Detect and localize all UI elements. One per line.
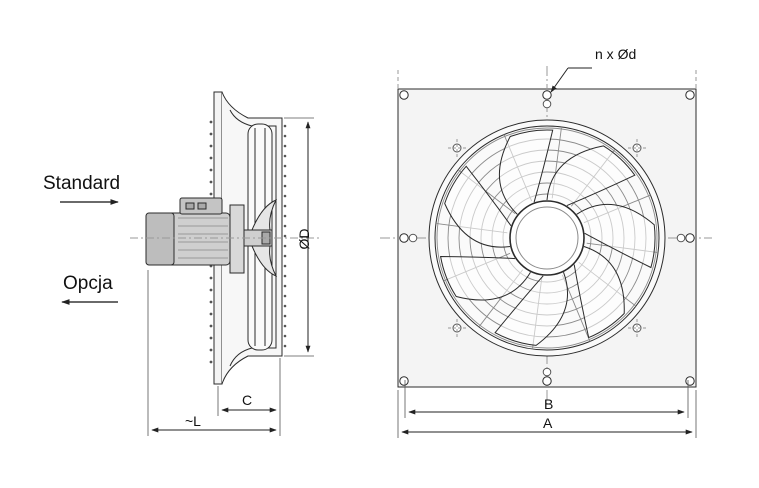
guard-rivet bbox=[283, 154, 287, 158]
fan-blades bbox=[440, 129, 656, 346]
guard-rivet bbox=[283, 144, 287, 148]
guard-ring bbox=[436, 127, 658, 349]
front-view bbox=[380, 66, 712, 438]
guard-rivet bbox=[283, 274, 287, 278]
fan-blade bbox=[498, 129, 554, 215]
side-view bbox=[60, 91, 320, 436]
motor-end-cap bbox=[145, 212, 175, 266]
plate-mounting-hole bbox=[399, 90, 409, 100]
shell-mounting-hole bbox=[542, 367, 552, 377]
plate-mounting-hole bbox=[542, 90, 552, 100]
plate-bolt bbox=[209, 132, 213, 136]
guard-rivet bbox=[283, 324, 287, 328]
shell-mounting-hole bbox=[676, 233, 686, 243]
label-dim-l: ~L bbox=[185, 413, 201, 429]
guard-rivet bbox=[283, 184, 287, 188]
plate-bolt bbox=[209, 156, 213, 160]
plate-bolt bbox=[209, 276, 213, 280]
label-diameter: ØD bbox=[296, 228, 312, 250]
guard-rivet bbox=[283, 304, 287, 308]
mounting-holes bbox=[399, 90, 695, 386]
guard-rivet bbox=[283, 284, 287, 288]
guard-rivet bbox=[283, 194, 287, 198]
label-dim-c: C bbox=[242, 392, 253, 408]
plate-mounting-hole bbox=[542, 376, 552, 386]
fan-hub bbox=[509, 200, 585, 276]
housing-inner bbox=[229, 109, 277, 367]
impeller-hub-blade-upper bbox=[251, 199, 278, 231]
guard-rivet bbox=[283, 244, 287, 248]
guard-rivets bbox=[283, 124, 287, 348]
guard-rivet bbox=[283, 314, 287, 318]
plate-bolt bbox=[209, 120, 213, 124]
guard-rivet bbox=[283, 134, 287, 138]
fan-blade bbox=[573, 246, 625, 339]
guard-rivet bbox=[283, 214, 287, 218]
plate-mounting-hole bbox=[399, 376, 409, 386]
guard-rivet bbox=[283, 234, 287, 238]
plate-bolt bbox=[209, 192, 213, 196]
guard-rivet bbox=[283, 264, 287, 268]
label-option: Opcja bbox=[63, 273, 113, 294]
impeller-hub-blade-lower bbox=[251, 245, 278, 277]
guard-rivet bbox=[283, 164, 287, 168]
plate-bolt bbox=[209, 360, 213, 364]
plate-bolt bbox=[209, 324, 213, 328]
plate-mounting-hole bbox=[685, 90, 695, 100]
fan-blade bbox=[440, 255, 531, 301]
plate-bolt bbox=[209, 300, 213, 304]
guard-rivet bbox=[283, 174, 287, 178]
guard-rivet bbox=[283, 224, 287, 228]
plate-bolt bbox=[209, 144, 213, 148]
guard-rivet bbox=[283, 334, 287, 338]
plate-bolt bbox=[209, 336, 213, 340]
guard-rivet bbox=[283, 254, 287, 258]
guard-rivet bbox=[283, 344, 287, 348]
plate-mounting-hole bbox=[685, 233, 695, 243]
plate-mounting-hole bbox=[685, 376, 695, 386]
fan-blade bbox=[494, 272, 568, 346]
plate-bolt bbox=[209, 312, 213, 316]
motor-flange bbox=[229, 204, 245, 274]
fan-blade bbox=[576, 203, 656, 269]
plate-bolt bbox=[209, 180, 213, 184]
plate-bolt bbox=[209, 348, 213, 352]
shell-mounting-hole bbox=[408, 233, 418, 243]
guard-rivet bbox=[283, 124, 287, 128]
fan-blade bbox=[444, 165, 512, 248]
guard-rivet bbox=[283, 204, 287, 208]
motor-cooling-fins bbox=[178, 217, 228, 259]
shell-mounting-hole bbox=[542, 99, 552, 109]
plate-bolt bbox=[209, 288, 213, 292]
plate-mounting-hole bbox=[399, 233, 409, 243]
fan-blade bbox=[546, 145, 636, 207]
label-standard: Standard bbox=[43, 173, 121, 194]
guard-rivet bbox=[283, 294, 287, 298]
plate-bolt bbox=[209, 168, 213, 172]
label-dim-b: B bbox=[544, 396, 554, 412]
label-dim-a: A bbox=[543, 415, 553, 431]
label-hole-spec: n x Ød bbox=[595, 46, 637, 62]
